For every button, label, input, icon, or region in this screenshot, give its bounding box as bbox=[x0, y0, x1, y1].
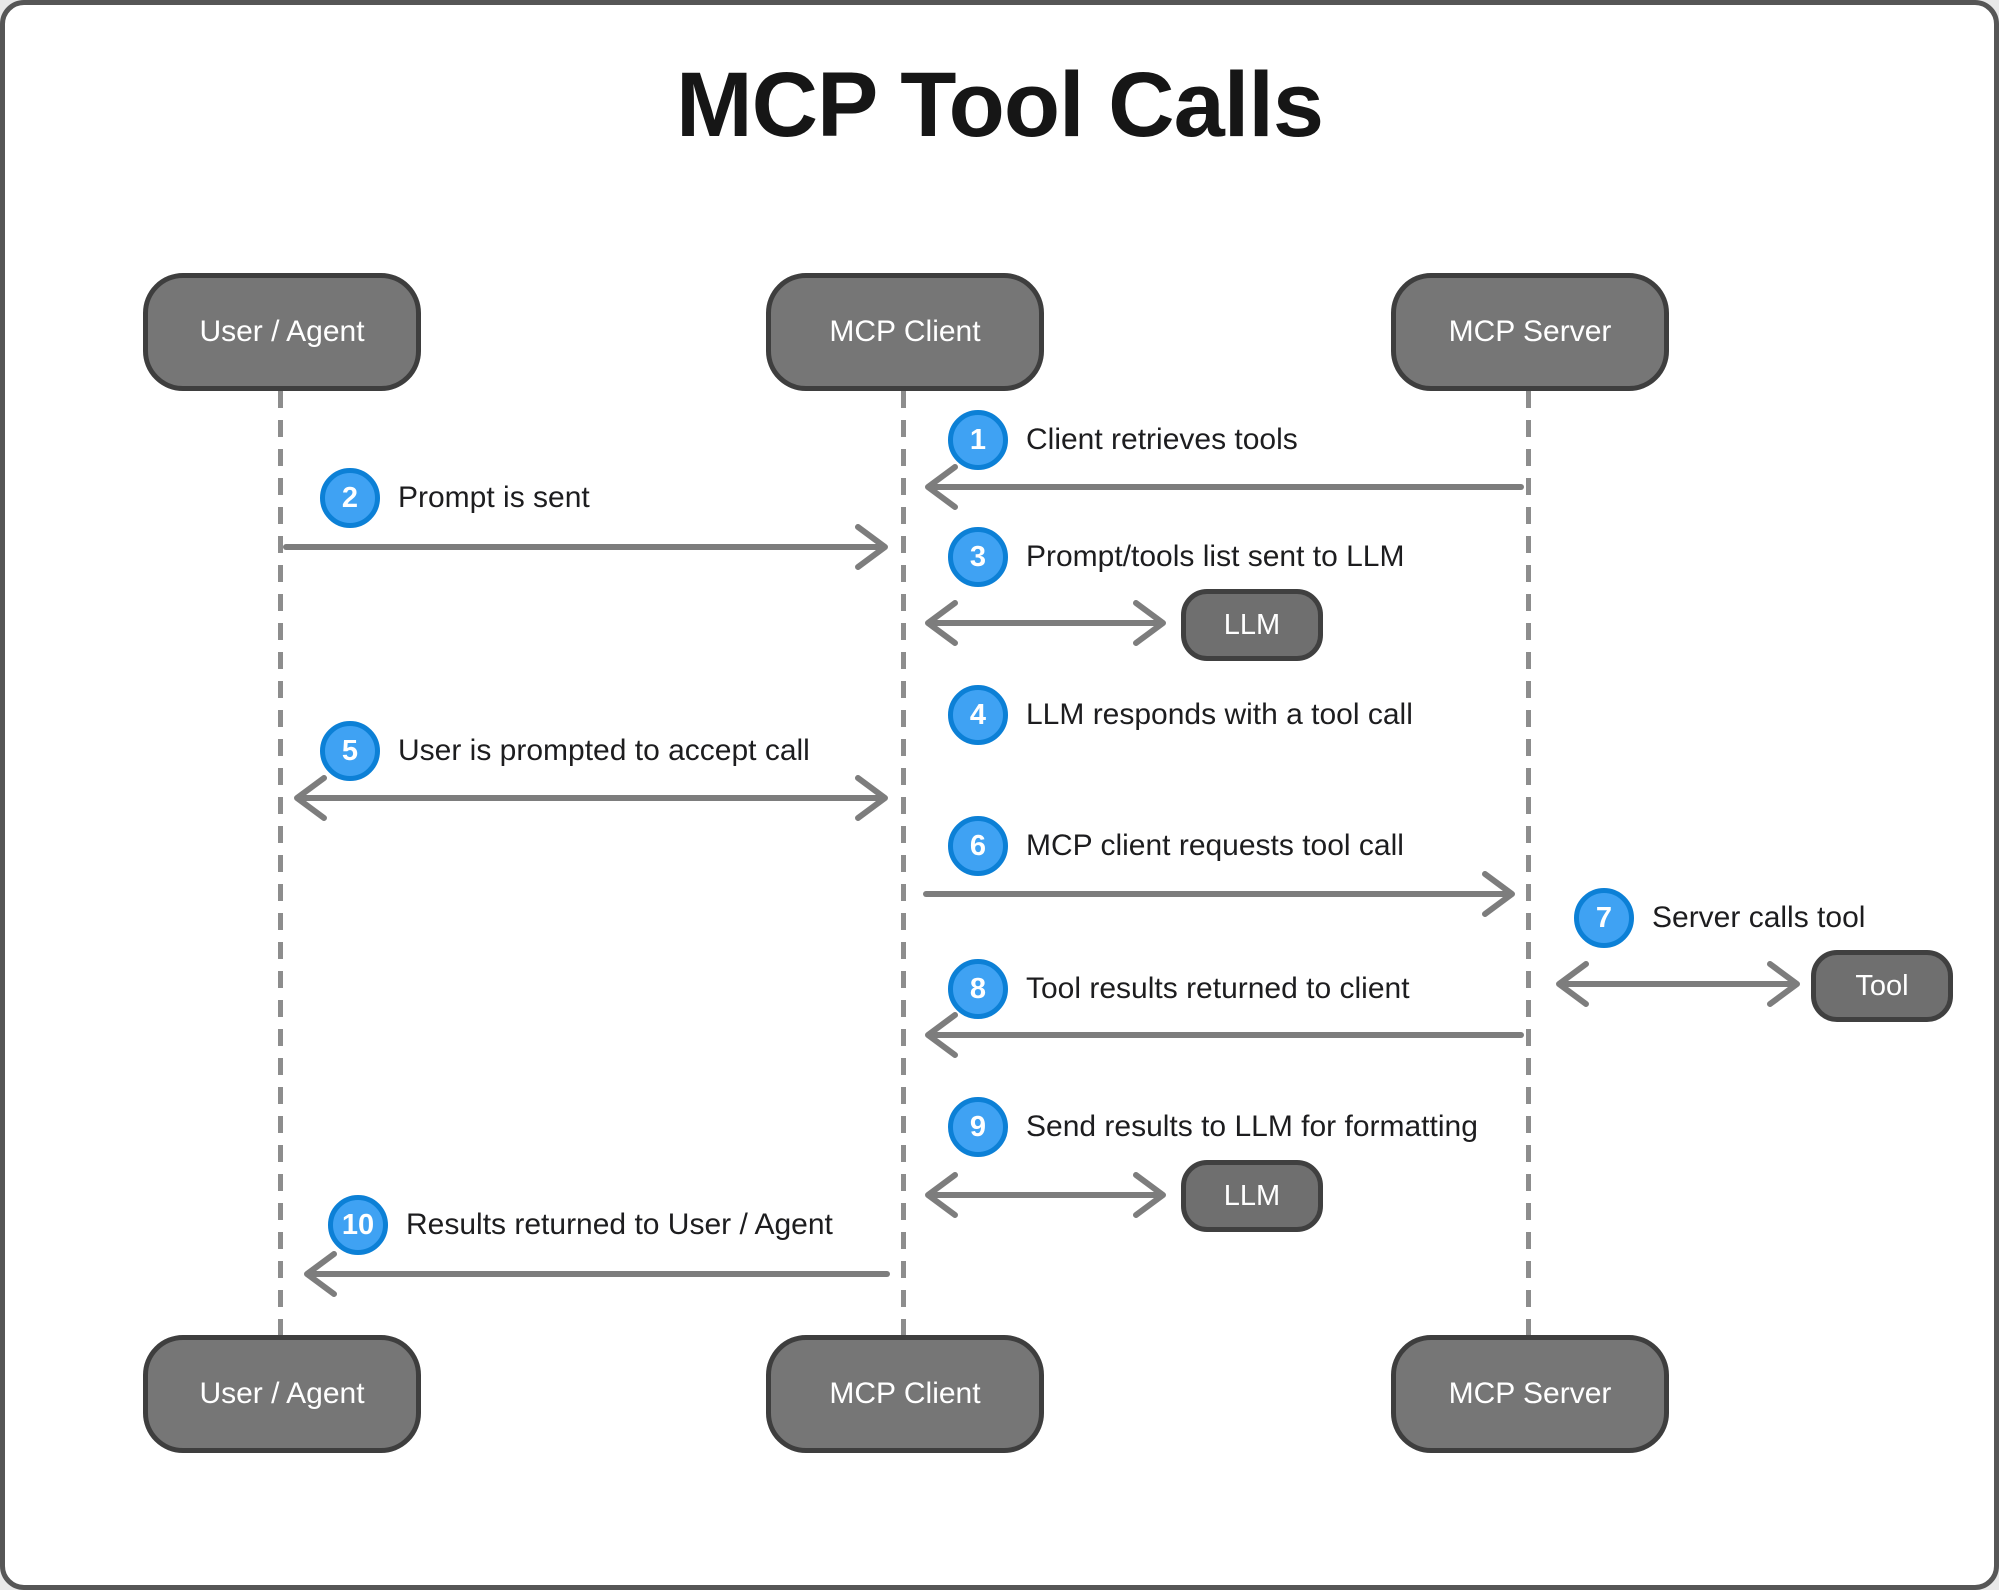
arrow-both-icon bbox=[294, 775, 888, 821]
step-number: 1 bbox=[969, 423, 987, 456]
step-9-badge: 9 bbox=[948, 1097, 1008, 1157]
llm-node-top: LLM bbox=[1181, 589, 1323, 661]
step-number: 2 bbox=[341, 481, 359, 514]
step-4-label: LLM responds with a tool call bbox=[1026, 698, 1413, 731]
arrow-both-icon bbox=[925, 1172, 1166, 1218]
step-3-label: Prompt/tools list sent to LLM bbox=[1026, 540, 1405, 573]
step-5-label: User is prompted to accept call bbox=[398, 734, 810, 767]
lifeline-user-agent bbox=[278, 391, 283, 1335]
arrow-right-icon bbox=[923, 871, 1515, 917]
arrow-right-icon bbox=[283, 524, 888, 570]
actor-bottom-user-agent: User / Agent bbox=[143, 1335, 421, 1453]
actor-bottom-mcp-client: MCP Client bbox=[766, 1335, 1044, 1453]
step-9-label: Send results to LLM for formatting bbox=[1026, 1110, 1478, 1143]
actor-label: MCP Client bbox=[829, 1377, 981, 1410]
actor-label: MCP Server bbox=[1448, 315, 1612, 348]
step-3-badge: 3 bbox=[948, 527, 1008, 587]
step-7-badge: 7 bbox=[1574, 888, 1634, 948]
actor-label: User / Agent bbox=[199, 1377, 365, 1410]
llm-node-label: LLM bbox=[1223, 1179, 1281, 1212]
step-1-badge: 1 bbox=[948, 410, 1008, 470]
step-number: 10 bbox=[341, 1208, 375, 1241]
step-2-label: Prompt is sent bbox=[398, 481, 590, 514]
step-10-label: Results returned to User / Agent bbox=[406, 1208, 833, 1241]
actor-label: User / Agent bbox=[199, 315, 365, 348]
actor-top-mcp-server: MCP Server bbox=[1391, 273, 1669, 391]
step-number: 5 bbox=[341, 734, 359, 767]
lifeline-mcp-server bbox=[1526, 391, 1531, 1335]
step-number: 6 bbox=[969, 829, 987, 862]
arrow-left-icon bbox=[925, 1012, 1524, 1058]
step-6-badge: 6 bbox=[948, 816, 1008, 876]
arrow-both-icon bbox=[925, 600, 1166, 646]
lifeline-mcp-client bbox=[901, 391, 906, 1335]
step-number: 3 bbox=[969, 540, 987, 573]
arrow-left-icon bbox=[304, 1251, 890, 1297]
actor-top-user-agent: User / Agent bbox=[143, 273, 421, 391]
tool-node-label: Tool bbox=[1855, 969, 1909, 1002]
tool-node: Tool bbox=[1811, 950, 1953, 1022]
step-1-label: Client retrieves tools bbox=[1026, 423, 1298, 456]
step-number: 4 bbox=[969, 698, 987, 731]
step-number: 8 bbox=[969, 972, 987, 1005]
step-8-label: Tool results returned to client bbox=[1026, 972, 1410, 1005]
arrow-left-icon bbox=[925, 464, 1524, 510]
step-number: 9 bbox=[969, 1110, 987, 1143]
arrow-both-icon bbox=[1556, 961, 1800, 1007]
step-number: 7 bbox=[1595, 901, 1613, 934]
step-4-badge: 4 bbox=[948, 685, 1008, 745]
llm-node-bottom: LLM bbox=[1181, 1160, 1323, 1232]
diagram-title: MCP Tool Calls bbox=[675, 54, 1324, 156]
step-2-badge: 2 bbox=[320, 468, 380, 528]
llm-node-label: LLM bbox=[1223, 608, 1281, 641]
actor-label: MCP Server bbox=[1448, 1377, 1612, 1410]
actor-bottom-mcp-server: MCP Server bbox=[1391, 1335, 1669, 1453]
actor-label: MCP Client bbox=[829, 315, 981, 348]
step-7-label: Server calls tool bbox=[1652, 901, 1866, 934]
step-8-badge: 8 bbox=[948, 959, 1008, 1019]
step-10-badge: 10 bbox=[328, 1195, 388, 1255]
actor-top-mcp-client: MCP Client bbox=[766, 273, 1044, 391]
step-5-badge: 5 bbox=[320, 721, 380, 781]
step-6-label: MCP client requests tool call bbox=[1026, 829, 1404, 862]
